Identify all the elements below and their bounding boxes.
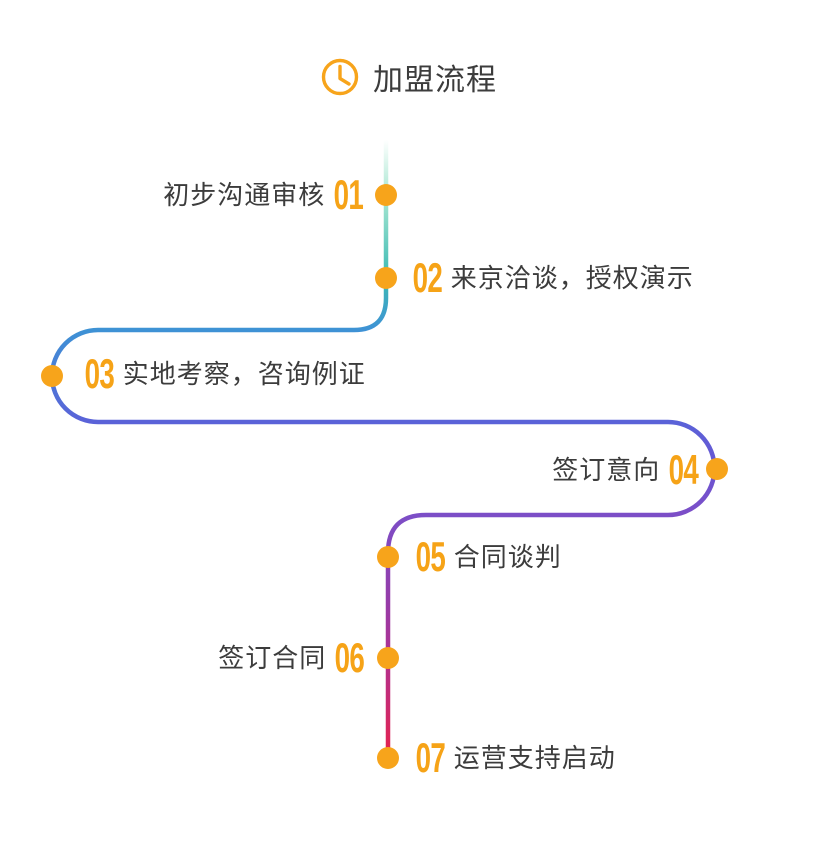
- flow-path: [49, 137, 717, 753]
- step-number: 01: [333, 171, 364, 218]
- step-dot-5: [377, 546, 399, 568]
- header: 加盟流程: [320, 55, 497, 99]
- step-row-3: 03 实地考察，咨询例证: [84, 350, 366, 397]
- step-label: 来京洽谈，授权演示: [450, 263, 694, 293]
- step-row-4: 签订意向 04: [552, 446, 699, 493]
- step-dot-4: [706, 458, 728, 480]
- step-row-5: 05 合同谈判: [415, 533, 562, 580]
- step-number: 04: [668, 446, 699, 493]
- step-dot-6: [377, 647, 399, 669]
- step-number: 06: [334, 634, 365, 681]
- step-dot-1: [375, 184, 397, 206]
- step-label: 合同谈判: [453, 542, 562, 572]
- step-label: 签订合同: [218, 643, 327, 673]
- step-label: 实地考察，咨询例证: [122, 359, 366, 389]
- step-number: 03: [84, 350, 115, 397]
- step-label: 签订意向: [552, 455, 661, 485]
- step-number: 02: [412, 254, 443, 301]
- page-title: 加盟流程: [373, 64, 497, 97]
- step-dot-3: [41, 365, 63, 387]
- step-row-1: 初步沟通审核 01: [163, 171, 364, 218]
- step-row-6: 签订合同 06: [218, 634, 365, 681]
- step-dot-2: [375, 267, 397, 289]
- step-label: 初步沟通审核: [163, 180, 326, 210]
- step-row-2: 02 来京洽谈，授权演示: [412, 254, 694, 301]
- step-label: 运营支持启动: [453, 743, 616, 773]
- step-number: 07: [415, 734, 446, 781]
- step-dot-7: [377, 747, 399, 769]
- step-row-7: 07 运营支持启动: [415, 734, 616, 781]
- clock-icon: [321, 58, 359, 96]
- step-number: 05: [415, 533, 446, 580]
